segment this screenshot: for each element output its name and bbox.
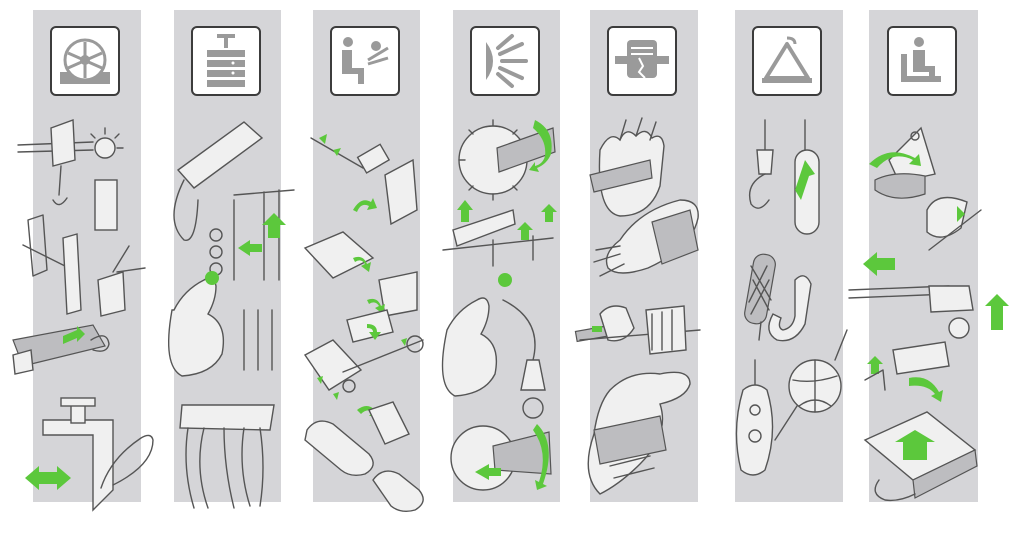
seated-person-table-icon (341, 37, 389, 84)
sketch-column-6 (735, 119, 848, 476)
category-card-4[interactable] (469, 26, 540, 96)
column-7 (848, 10, 1009, 502)
sketch-column-4 (441, 119, 557, 491)
seated-person-icon (900, 37, 941, 82)
radiating-spokes-icon (485, 34, 528, 88)
column-6 (735, 10, 848, 502)
column-5 (574, 10, 701, 502)
category-card-5[interactable] (607, 26, 677, 96)
category-card-1[interactable] (50, 26, 120, 96)
triangle-hanger-icon (762, 36, 812, 83)
sketch-column-3 (303, 134, 424, 513)
broken-fist-icon (615, 40, 669, 79)
category-card-6[interactable] (752, 26, 822, 96)
category-card-2[interactable] (190, 26, 261, 96)
category-card-7[interactable] (886, 26, 957, 96)
stacked-blocks-icon (206, 34, 245, 87)
column-2 (167, 10, 295, 509)
column-3 (303, 10, 424, 513)
category-card-3[interactable] (329, 26, 400, 96)
sketch-column-5 (574, 117, 701, 495)
column-1 (12, 10, 154, 512)
sketch-column-1 (12, 119, 154, 512)
sketch-column-7 (848, 126, 1009, 502)
wheel-stop-icon (60, 38, 110, 84)
sketch-column-2 (167, 121, 295, 509)
column-4 (441, 10, 560, 502)
